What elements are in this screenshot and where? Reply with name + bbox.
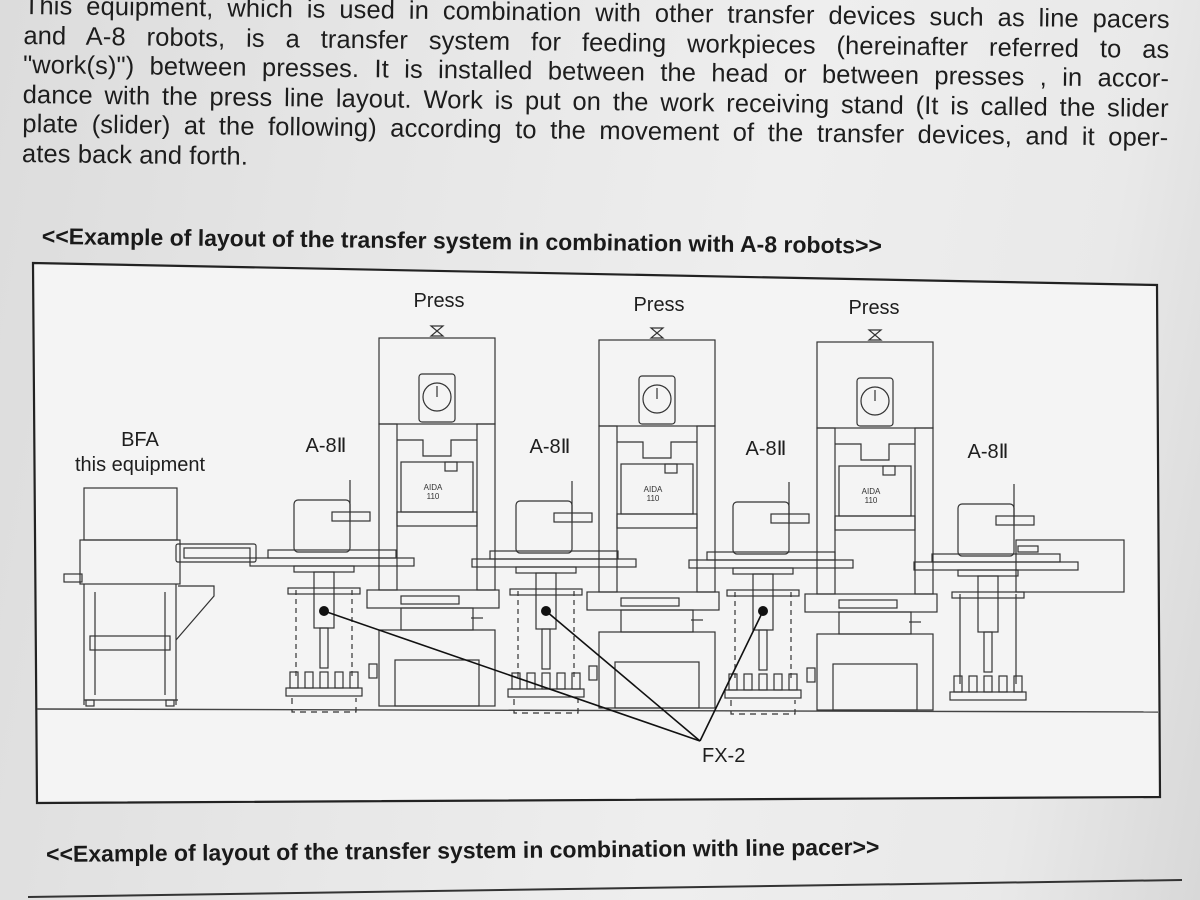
press-foot-box — [588, 665, 598, 681]
callout-dot — [319, 606, 329, 616]
robot-base-plate — [949, 691, 1027, 701]
robot-base-plate — [507, 688, 585, 698]
robot-controller — [995, 515, 1035, 526]
robot — [249, 480, 415, 713]
robot-controller — [331, 511, 371, 522]
callout-leader — [699, 610, 764, 742]
press-base-inner — [832, 663, 918, 711]
press-foot-box — [368, 663, 378, 679]
robot — [913, 484, 1079, 701]
robot-stem — [541, 628, 551, 670]
bfa-brace — [175, 585, 215, 641]
press-throat — [617, 441, 697, 459]
robot-controller — [553, 512, 593, 523]
gauge-dial — [860, 386, 890, 416]
bfa-unit — [63, 487, 257, 707]
press-ram — [834, 515, 916, 531]
robot-label: A-8Ⅱ — [530, 436, 571, 458]
gauge-dial — [642, 384, 672, 414]
press-ram — [616, 513, 698, 529]
bfa-label: BFA — [121, 429, 159, 451]
robot-crossbar — [726, 589, 800, 597]
press-badge-text: 110 — [865, 496, 878, 505]
press-crown — [816, 341, 934, 429]
figure2-frame-top — [27, 879, 1183, 898]
press-mount-symbol — [649, 327, 665, 339]
robot-housing — [957, 503, 1015, 557]
press-foot-box — [806, 667, 816, 683]
press-indicator — [664, 463, 678, 474]
figure1-frame — [31, 261, 1162, 805]
gauge-dial — [422, 382, 452, 412]
press-base-inner — [614, 661, 700, 709]
robot-base-plate — [285, 687, 363, 697]
press-gauge-box — [418, 373, 456, 423]
bfa-foot — [165, 699, 175, 707]
conveyor-frame — [1015, 539, 1125, 593]
bfa-slider-plate — [175, 543, 257, 563]
press-badge-text: 110 — [427, 492, 440, 501]
robot-stem — [758, 629, 768, 671]
press-label: Press — [413, 290, 464, 312]
end-conveyor — [1015, 539, 1125, 593]
press-crown — [598, 339, 716, 427]
press-badge-text: 110 — [647, 494, 660, 503]
press-gauge-box — [638, 375, 676, 425]
callout-dot — [541, 606, 551, 616]
press-badge-text: AIDA — [424, 483, 443, 492]
press-badge-text: AIDA — [862, 487, 881, 496]
robot-label: A-8Ⅱ — [306, 435, 347, 457]
press-indicator — [444, 461, 458, 472]
robot-pit-outline — [291, 698, 357, 713]
robot-crossbar — [287, 587, 361, 595]
press-ram — [396, 511, 478, 527]
robot-housing — [515, 500, 573, 554]
press-die — [620, 597, 680, 607]
press-badge-text: AIDA — [644, 485, 663, 494]
robot-stem — [319, 627, 329, 669]
robot-pit-outline — [730, 700, 796, 715]
press-label: Press — [633, 294, 684, 316]
press-crown — [378, 337, 496, 425]
robot-housing — [293, 499, 351, 553]
press-throat — [835, 443, 915, 461]
callout-leader — [323, 610, 701, 742]
callout-dot — [758, 606, 768, 616]
press-label: Press — [848, 297, 899, 319]
bfa-foot — [85, 699, 95, 707]
bfa-slider-inner — [183, 547, 251, 559]
robot-label: A-8Ⅱ — [746, 438, 787, 460]
robot-crossbar — [951, 591, 1025, 599]
robot-crossbar — [509, 588, 583, 596]
robot-pit-outline — [513, 699, 579, 714]
bfa-handle — [63, 573, 83, 583]
press-gauge-box — [856, 377, 894, 427]
press-throat — [397, 439, 477, 457]
fx2-callout — [323, 610, 764, 742]
press-mount-symbol — [867, 329, 883, 341]
press-die — [400, 595, 460, 605]
robot-base-plate — [724, 689, 802, 699]
robot-controller — [770, 513, 810, 524]
press-indicator — [882, 465, 896, 476]
robot-housing — [732, 501, 790, 555]
press-die — [838, 599, 898, 609]
callout-leader — [545, 610, 701, 742]
callout-label: FX-2 — [702, 745, 745, 767]
conveyor-sensor — [1017, 545, 1039, 553]
robot-stem — [983, 631, 993, 673]
robot-label: A-8Ⅱ — [968, 441, 1009, 463]
bfa-sublabel: this equipment — [75, 454, 206, 476]
floor-line — [36, 708, 1159, 713]
bfa-frame-bar — [89, 635, 171, 651]
press-mount-symbol — [429, 325, 445, 337]
press-base-inner — [394, 659, 480, 707]
